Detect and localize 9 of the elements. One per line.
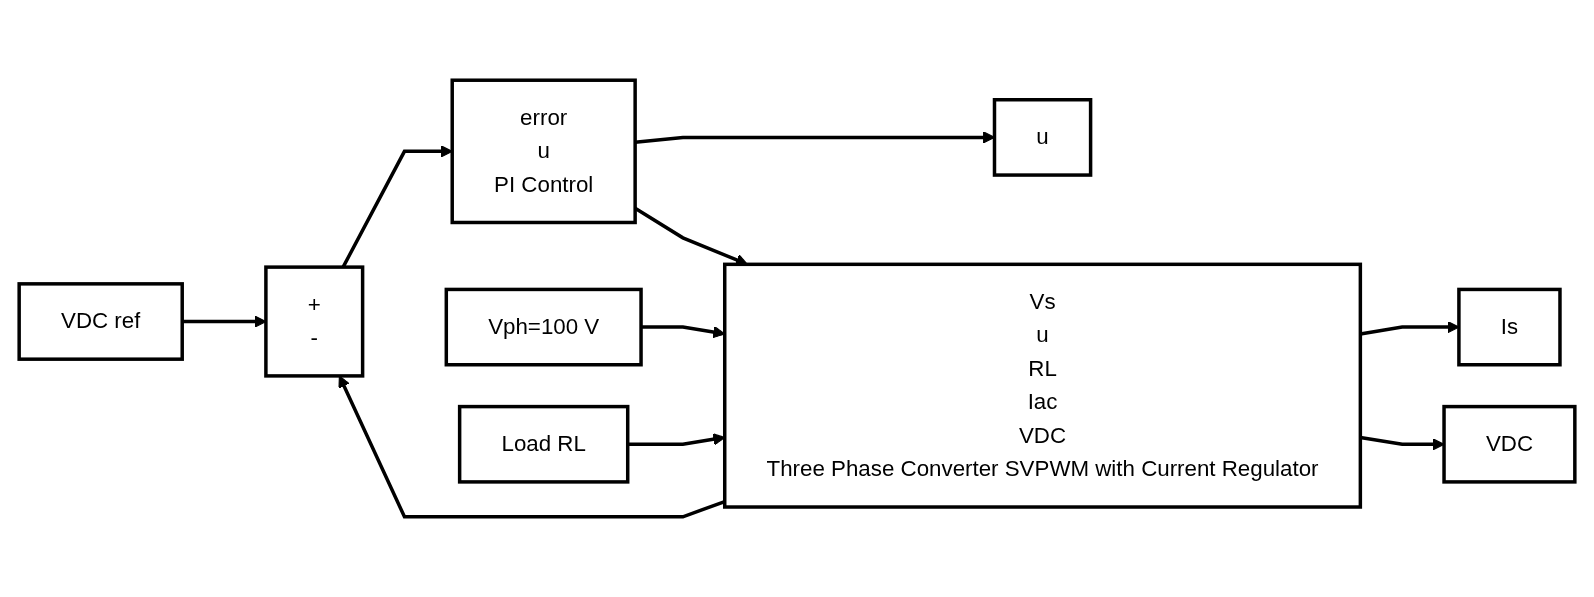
node-box: u <box>992 98 1093 177</box>
node-box: Load RL <box>457 404 630 484</box>
node-box: Vs u RL Iac VDC Three Phase Converter SVPWM with Current Regulator <box>723 262 1363 509</box>
node-box: + - <box>264 265 365 378</box>
node-box: VDC <box>1442 404 1577 484</box>
node-box: error u PI Control <box>450 78 637 225</box>
node-box: VDC ref <box>17 282 184 361</box>
node-box: Vph=100 V <box>444 287 643 367</box>
node-box: Is <box>1457 287 1562 367</box>
